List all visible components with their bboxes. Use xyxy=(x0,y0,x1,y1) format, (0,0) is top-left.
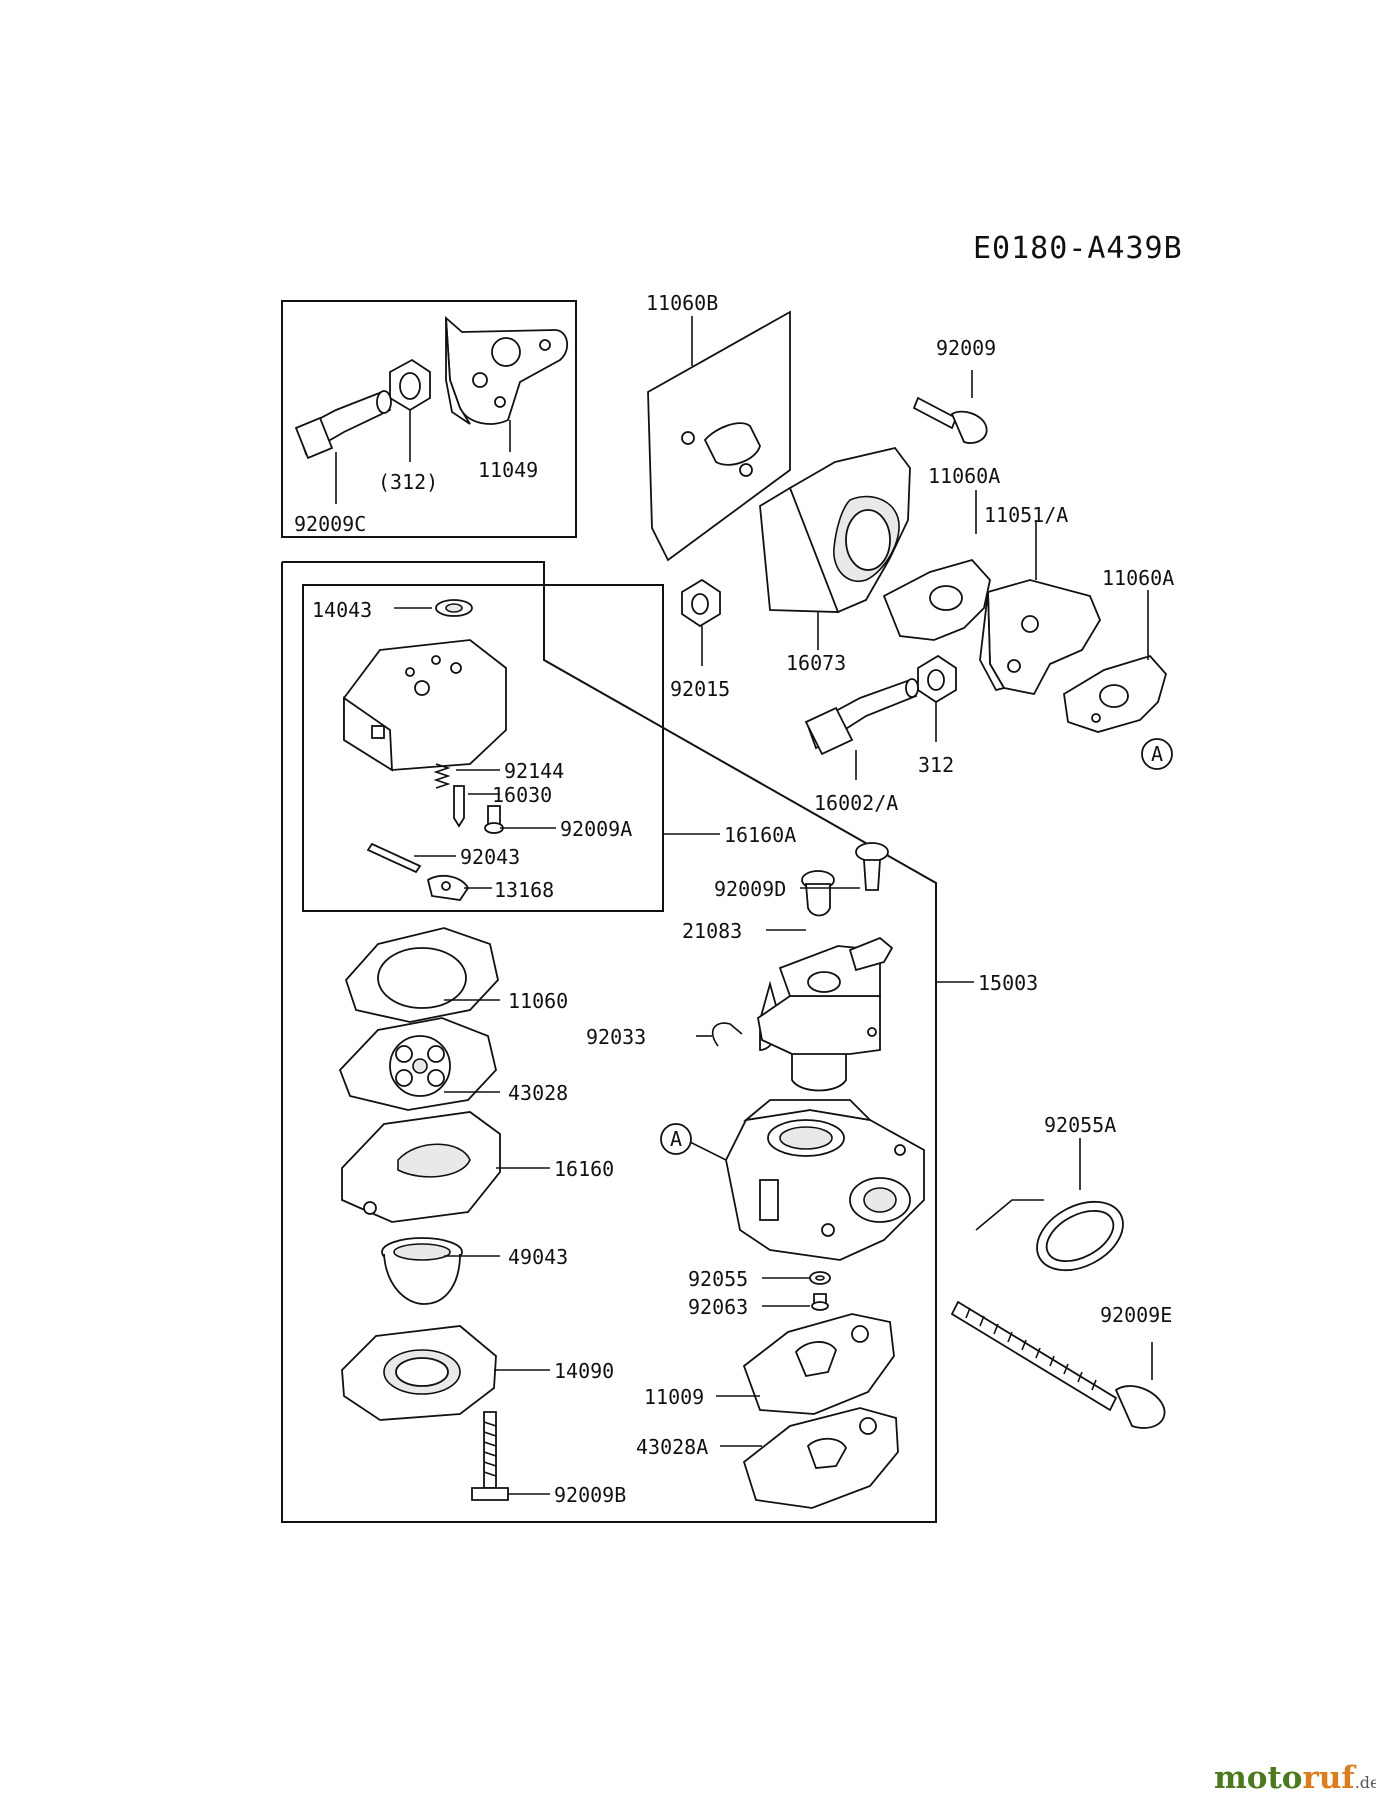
label-14090: 14090 xyxy=(554,1359,614,1383)
bracket-11049 xyxy=(444,315,569,425)
pin-92043 xyxy=(366,842,422,874)
callout-circle-left xyxy=(660,1123,692,1155)
primer-bulb-49043 xyxy=(381,1237,463,1305)
watermark: motoruf.de xyxy=(1214,1760,1376,1796)
label-16073: 16073 xyxy=(786,651,846,675)
label-92144: 92144 xyxy=(504,759,564,783)
label-43028A: 43028A xyxy=(636,1435,708,1459)
label-16160: 16160 xyxy=(554,1157,614,1181)
needle-16030 xyxy=(453,785,465,828)
plug-92063 xyxy=(811,1293,829,1311)
nut-92015 xyxy=(681,578,721,628)
spring-92144 xyxy=(433,763,451,789)
gasket-11060B xyxy=(647,310,791,562)
watermark-moto: moto xyxy=(1214,1760,1302,1796)
label-43028: 43028 xyxy=(508,1081,568,1105)
label-92055: 92055 xyxy=(688,1267,748,1291)
stud-92009C xyxy=(294,390,392,460)
watermark-suffix: .de xyxy=(1355,1773,1376,1792)
inset-box-11049 xyxy=(281,300,577,538)
leader-lines xyxy=(335,316,1153,1495)
label-92009E: 92009E xyxy=(1100,1303,1172,1327)
label-92009D: 92009D xyxy=(714,877,786,901)
label-92009A: 92009A xyxy=(560,817,632,841)
label-92009C: 92009C xyxy=(294,512,366,536)
gasket-11060A-mid xyxy=(882,558,991,641)
bolt-92009E xyxy=(950,1300,1166,1429)
label-11060A-1: 11060A xyxy=(928,464,1000,488)
label-92043: 92043 xyxy=(460,845,520,869)
carburetor-body-15003 xyxy=(725,1099,925,1261)
label-16160A: 16160A xyxy=(724,823,796,847)
label-14043: 14043 xyxy=(312,598,372,622)
washer-92055 xyxy=(809,1271,831,1285)
screw-92009D xyxy=(855,842,889,891)
label-312-paren: (312) xyxy=(378,470,438,494)
label-92055A: 92055A xyxy=(1044,1113,1116,1137)
gasket-11009 xyxy=(742,1313,895,1415)
label-92009B: 92009B xyxy=(554,1483,626,1507)
label-92015: 92015 xyxy=(670,677,730,701)
carburetor-cover-repair-kit xyxy=(343,639,507,772)
part-labels: 11060B 92009 11060A 11051/A 11060A 92015… xyxy=(294,291,1174,1507)
label-11060A-2: 11060A xyxy=(1102,566,1174,590)
callout-circle-right xyxy=(1141,738,1173,770)
label-16030: 16030 xyxy=(492,783,552,807)
diagram-code: E0180-A439B xyxy=(973,231,1183,266)
throttle-body xyxy=(757,936,894,1092)
stud-16002A xyxy=(804,678,919,756)
nut-312-inset xyxy=(389,358,431,412)
lever-13168 xyxy=(426,874,470,901)
label-92063: 92063 xyxy=(688,1295,748,1319)
insulator-16073 xyxy=(759,446,911,614)
diaphragm-43028 xyxy=(338,1017,497,1111)
oring-92055A xyxy=(1036,1200,1124,1272)
screw-21083 xyxy=(801,870,835,917)
label-11049: 11049 xyxy=(478,458,538,482)
label-13168: 13168 xyxy=(494,878,554,902)
label-16002A: 16002/A xyxy=(814,791,898,815)
cover-14090 xyxy=(341,1325,497,1421)
gasket-11060 xyxy=(344,927,499,1023)
bolt-92009-top xyxy=(912,396,988,444)
label-21083: 21083 xyxy=(682,919,742,943)
label-11060: 11060 xyxy=(508,989,568,1013)
watermark-ruf: ruf xyxy=(1302,1760,1356,1796)
nut-312 xyxy=(917,654,957,704)
gasket-11060A-right xyxy=(1063,654,1168,733)
label-11009: 11009 xyxy=(644,1385,704,1409)
screw-92009A xyxy=(484,805,504,834)
pump-cover-16160 xyxy=(341,1111,501,1223)
label-92009: 92009 xyxy=(936,336,996,360)
label-92033: 92033 xyxy=(586,1025,646,1049)
callout-ref-right: A xyxy=(1151,742,1163,766)
screw-92009B xyxy=(471,1411,509,1501)
label-11051A: 11051/A xyxy=(984,503,1068,527)
repair-kit-box-16160A xyxy=(302,584,664,912)
filter-screen-14043 xyxy=(435,599,473,617)
bracket-11051A xyxy=(979,579,1102,696)
label-11060B: 11060B xyxy=(646,291,718,315)
svg-text:motoruf.de: motoruf.de xyxy=(1214,1760,1376,1796)
label-312: 312 xyxy=(918,753,954,777)
carburetor-assembly-box xyxy=(281,561,937,1523)
label-49043: 49043 xyxy=(508,1245,568,1269)
clip-92033 xyxy=(712,1022,743,1047)
diaphragm-43028A xyxy=(742,1407,899,1509)
callout-ref-left: A xyxy=(670,1127,682,1151)
label-15003: 15003 xyxy=(978,971,1038,995)
